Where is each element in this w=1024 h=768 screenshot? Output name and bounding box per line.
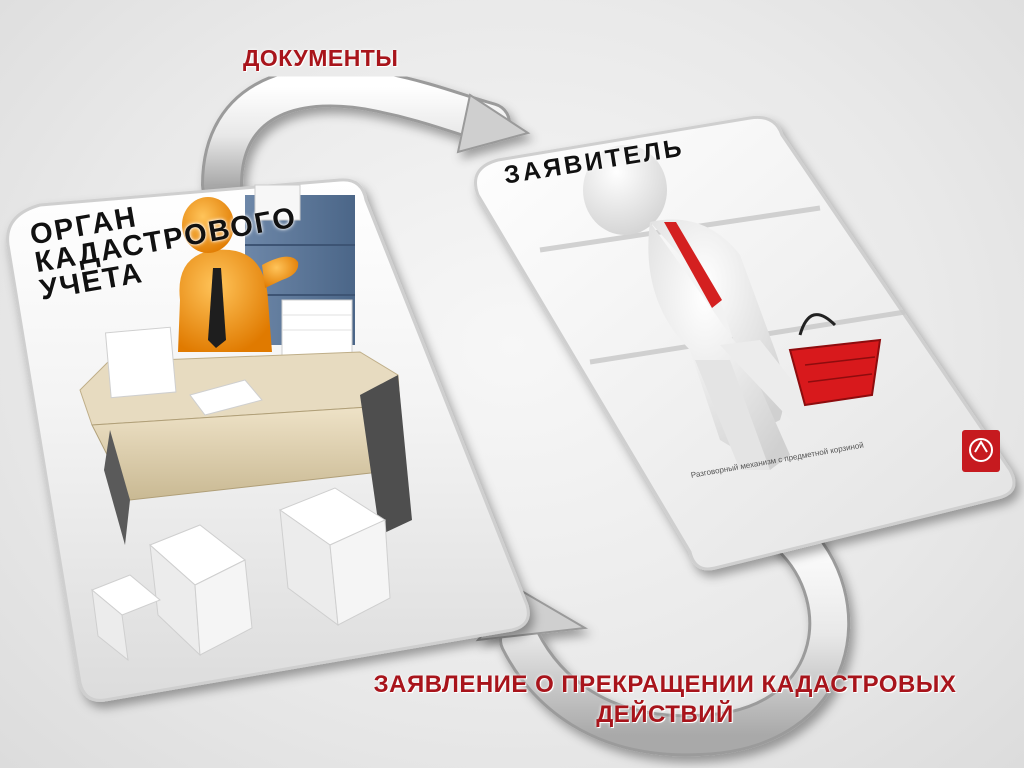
agency-card — [6, 178, 530, 702]
desk-side-panel — [360, 375, 412, 535]
red-tie-icon — [664, 222, 722, 308]
office-worker-illustration — [79, 184, 412, 662]
paper-stack — [104, 326, 177, 399]
arrow-head-right-icon — [456, 93, 531, 154]
top-cycle-arrow — [201, 65, 531, 206]
floor-paper-stacks — [91, 487, 391, 662]
orange-figure-icon — [178, 197, 299, 352]
black-tie-icon — [208, 268, 226, 348]
shopping-basket-icon — [788, 313, 882, 407]
white-figure-icon — [583, 145, 830, 470]
applicant-card — [474, 115, 1016, 571]
logo-badge-icon — [962, 430, 1000, 472]
documents-label: ДОКУМЕНТЫ — [243, 45, 399, 71]
statement-label: ЗАЯВЛЕНИЕ О ПРЕКРАЩЕНИИ КАДАСТРОВЫХ ДЕЙС… — [373, 671, 957, 728]
paper-stack — [254, 184, 301, 221]
